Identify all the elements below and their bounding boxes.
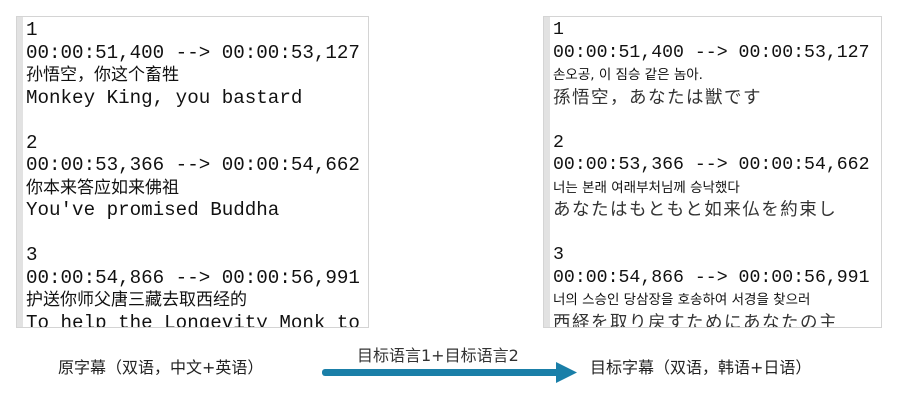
subtitle-line: 孙悟空，你这个畜牲 bbox=[26, 65, 179, 85]
subtitle-line: 护送你师父唐三藏去取西经的 bbox=[26, 290, 247, 310]
subtitle-line: 1 bbox=[26, 19, 38, 41]
editor-gutter bbox=[17, 17, 23, 327]
arrow-head bbox=[556, 362, 577, 383]
subtitle-line: 西経を取り戻すためにあなたの主 bbox=[553, 312, 838, 328]
subtitle-line: あなたはもともと如来仏を約束し bbox=[553, 200, 838, 220]
subtitle-line: 00:00:53,366 --> 00:00:54,662 bbox=[26, 154, 360, 176]
subtitle-line: 1 bbox=[553, 20, 564, 40]
subtitle-line: 00:00:54,866 --> 00:00:56,991 bbox=[553, 267, 870, 288]
subtitle-line: 2 bbox=[26, 131, 38, 154]
right-arrow-icon bbox=[322, 362, 577, 383]
subtitle-line bbox=[26, 109, 368, 132]
subtitle-line: Monkey King, you bastard bbox=[26, 86, 303, 109]
arrow-caption: 目标语言1+目标语言2 bbox=[357, 346, 519, 365]
subtitle-line: 손오공, 이 짐승 같은 놈아. bbox=[553, 67, 703, 83]
subtitle-line: 너의 스승인 당삼장을 호송하여 서경을 찾으러 bbox=[553, 292, 811, 308]
subtitle-line: 너는 본래 여래부처님께 승낙했다 bbox=[553, 179, 740, 196]
subtitle-line bbox=[26, 222, 368, 245]
subtitle-line: 00:00:51,400 --> 00:00:53,127 bbox=[26, 41, 360, 64]
arrow-shaft bbox=[322, 369, 560, 376]
subtitle-line: To help the Longevity Monk to g bbox=[26, 311, 369, 328]
subtitle-line: 孫悟空，あなたは獣です bbox=[553, 87, 762, 108]
subtitle-line: 3 bbox=[553, 245, 564, 265]
subtitle-line: 00:00:54,866 --> 00:00:56,991 bbox=[26, 266, 360, 289]
subtitle-line: 2 bbox=[553, 132, 564, 153]
subtitle-line: 3 bbox=[26, 244, 38, 266]
subtitle-line: 00:00:51,400 --> 00:00:53,127 bbox=[553, 42, 870, 63]
subtitle-line: 00:00:53,366 --> 00:00:54,662 bbox=[553, 155, 870, 175]
subtitle-line: 你本来答应如来佛祖 bbox=[26, 177, 179, 198]
source-caption: 原字幕（双语，中文+英语） bbox=[58, 358, 264, 377]
subtitle-line bbox=[553, 222, 881, 245]
editor-gutter bbox=[544, 17, 550, 327]
subtitle-line: You've promised Buddha bbox=[26, 199, 280, 221]
subtitle-line bbox=[553, 109, 881, 132]
target-caption: 目标字幕（双语，韩语+日语） bbox=[590, 358, 812, 377]
